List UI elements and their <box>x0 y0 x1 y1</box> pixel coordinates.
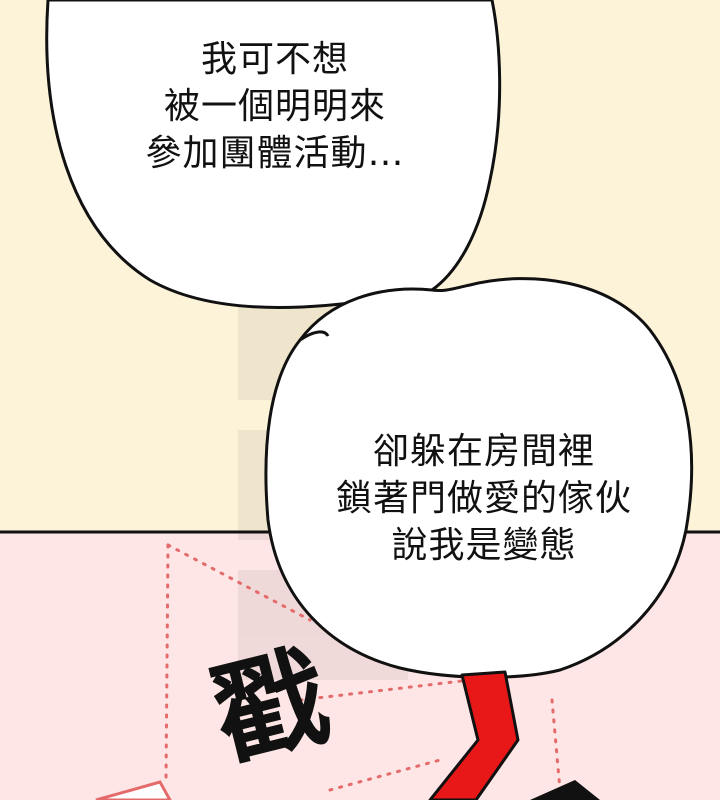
speech-line: 卻躲在房間裡 <box>372 431 595 472</box>
speech-text-top: 我可不想 被一個明明來 參加團體活動… <box>120 36 430 177</box>
dotted-lines <box>164 543 562 792</box>
speech-line: 鎖著門做愛的傢伙 <box>335 478 632 519</box>
speech-text-bottom: 卻躲在房間裡 鎖著門做愛的傢伙 說我是變態 <box>300 428 668 569</box>
red-arrow <box>428 670 520 800</box>
pink-arrow-shape <box>95 780 172 800</box>
speech-line: 參加團體活動… <box>145 133 405 174</box>
speech-line: 我可不想 <box>200 39 349 80</box>
speech-line: 被一個明明來 <box>163 86 386 127</box>
speech-bubble-bottom <box>264 277 694 679</box>
speech-line: 說我是變態 <box>391 525 577 566</box>
bubble-connector <box>299 330 330 342</box>
black-shape-bottom-right <box>530 780 600 800</box>
